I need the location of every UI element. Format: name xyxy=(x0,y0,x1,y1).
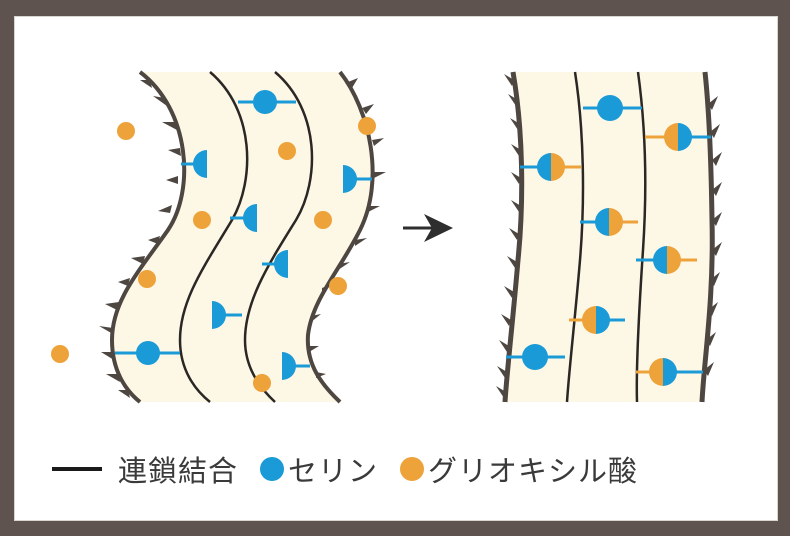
spikes-right xyxy=(309,78,386,378)
chain-line xyxy=(243,71,314,403)
legend-item-serine: セリン xyxy=(260,448,378,490)
serine-glyoxylic-bond xyxy=(636,246,697,274)
spiky-edge-left xyxy=(109,70,187,404)
chain-line xyxy=(565,71,585,403)
spikes-left xyxy=(496,74,521,398)
serine-cup xyxy=(262,250,288,278)
legend-label: セリン xyxy=(288,454,379,488)
serine-cup xyxy=(282,352,310,380)
serine-molecule xyxy=(583,95,642,121)
transform-arrow-icon xyxy=(403,214,453,242)
serine-cup xyxy=(230,204,257,232)
serine-cup xyxy=(343,165,372,193)
serine-glyoxylic-bond xyxy=(520,153,581,181)
wavy-strip-fill xyxy=(112,72,373,402)
serine-glyoxylic-bond xyxy=(645,123,711,151)
legend-label: グリオキシル酸 xyxy=(428,454,639,488)
chain-line xyxy=(178,71,249,403)
serine-molecule xyxy=(238,90,296,114)
serine-glyoxylic-bond xyxy=(580,208,638,236)
legend-item-glyoxylic-acid: グリオキシル酸 xyxy=(400,448,638,490)
legend-item-chain-bond: 連鎖結合 xyxy=(52,448,238,490)
serine-cup xyxy=(212,301,242,329)
glyoxylic-acid-molecules xyxy=(51,117,376,392)
legend-label: 連鎖結合 xyxy=(118,454,239,488)
chain-line xyxy=(635,71,647,403)
spikes-right xyxy=(704,96,722,376)
spiky-edge-right xyxy=(699,71,715,403)
serine-molecule xyxy=(115,341,180,365)
spikes-left xyxy=(99,80,181,398)
serine-glyoxylic-bond xyxy=(569,306,625,334)
serine-glyoxylic-bond xyxy=(636,358,703,386)
before-diagram xyxy=(51,70,386,404)
chain-bond-line-icon xyxy=(52,467,102,471)
after-diagram xyxy=(496,71,722,403)
serine-cup xyxy=(181,150,207,178)
legend: 連鎖結合 セリン グリオキシル酸 xyxy=(52,448,638,490)
serine-dot-icon xyxy=(260,457,285,481)
glyoxylic-acid-dot-icon xyxy=(400,457,425,481)
serine-molecule xyxy=(506,344,565,370)
